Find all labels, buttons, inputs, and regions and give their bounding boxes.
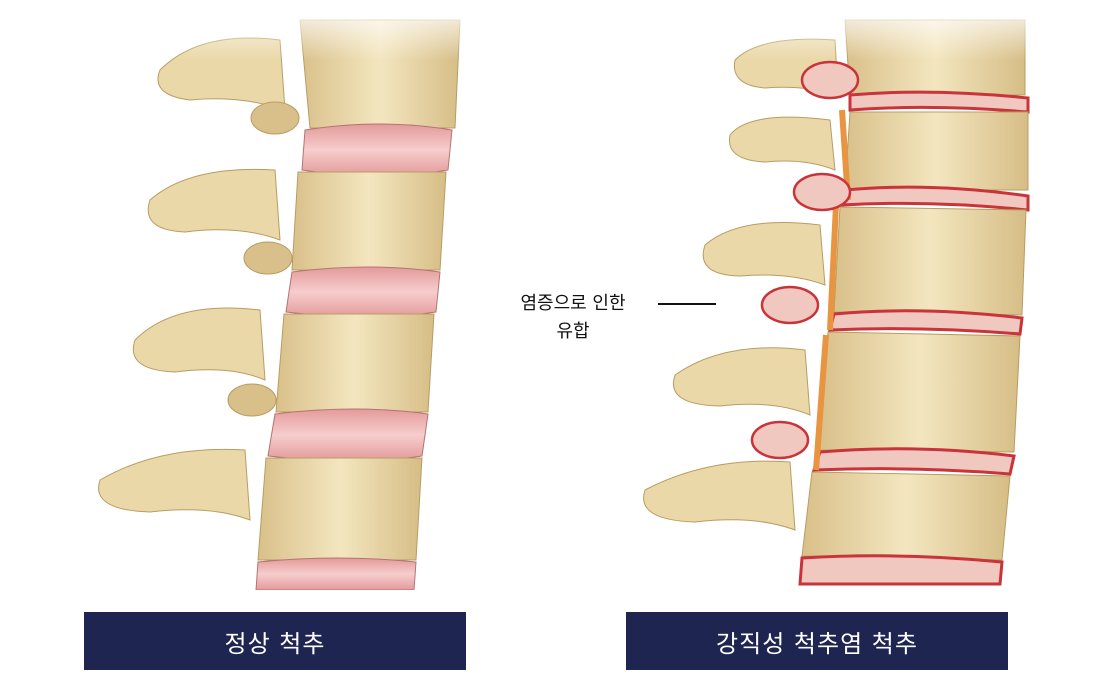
ankylosing-spine-caption: 강직성 척추염 척추 xyxy=(626,612,1008,670)
fused-disc xyxy=(798,554,1004,586)
bridging-syndesmophyte xyxy=(827,204,839,331)
callout-line-2: 유합 xyxy=(556,321,590,342)
callout-line-1: 염증으로 인한 xyxy=(520,293,626,314)
fusion-callout-label: 염증으로 인한 유합 xyxy=(488,290,658,346)
intervertebral-disc xyxy=(267,408,429,462)
vertebra-body xyxy=(833,206,1027,316)
spinous-process xyxy=(702,222,826,286)
vertebra-body xyxy=(801,471,1011,561)
normal-spine-illustration xyxy=(80,0,480,590)
fused-facet-joint xyxy=(800,60,860,100)
ankylosing-spine-caption-text: 강직성 척추염 척추 xyxy=(716,629,918,658)
ankylosing-spine-illustration xyxy=(630,0,1030,590)
spinous-process xyxy=(147,168,281,241)
fused-disc xyxy=(811,447,1016,476)
callout-leader-line xyxy=(658,303,716,305)
spinous-process xyxy=(728,116,836,171)
spinous-process xyxy=(673,347,811,416)
vertebra-body xyxy=(291,171,447,271)
fused-disc xyxy=(840,185,1030,212)
vertebra-body xyxy=(844,111,1029,191)
facet-joint xyxy=(250,101,300,135)
fused-facet-joint xyxy=(760,285,820,325)
spinous-process xyxy=(133,307,266,381)
normal-spine-caption: 정상 척추 xyxy=(84,612,466,670)
vertebra-body xyxy=(257,457,423,561)
ankylosing-spine-svg xyxy=(630,0,1030,586)
spinous-process xyxy=(98,448,251,521)
vertebra-body xyxy=(275,313,435,413)
bridging-syndesmophyte xyxy=(813,334,829,471)
fused-facet-joint xyxy=(750,420,810,460)
fused-disc xyxy=(828,309,1024,336)
normal-spine-caption-text: 정상 척추 xyxy=(224,629,326,658)
vertebra-body xyxy=(819,331,1021,453)
intervertebral-disc xyxy=(285,266,441,318)
facet-joint xyxy=(227,383,277,417)
intervertebral-disc xyxy=(301,123,453,177)
spinous-process xyxy=(643,460,796,531)
normal-spine-svg xyxy=(80,0,480,590)
fused-disc xyxy=(848,90,1030,114)
facet-joint xyxy=(243,241,293,275)
fused-facet-joint xyxy=(792,172,852,212)
intervertebral-disc xyxy=(255,557,417,590)
